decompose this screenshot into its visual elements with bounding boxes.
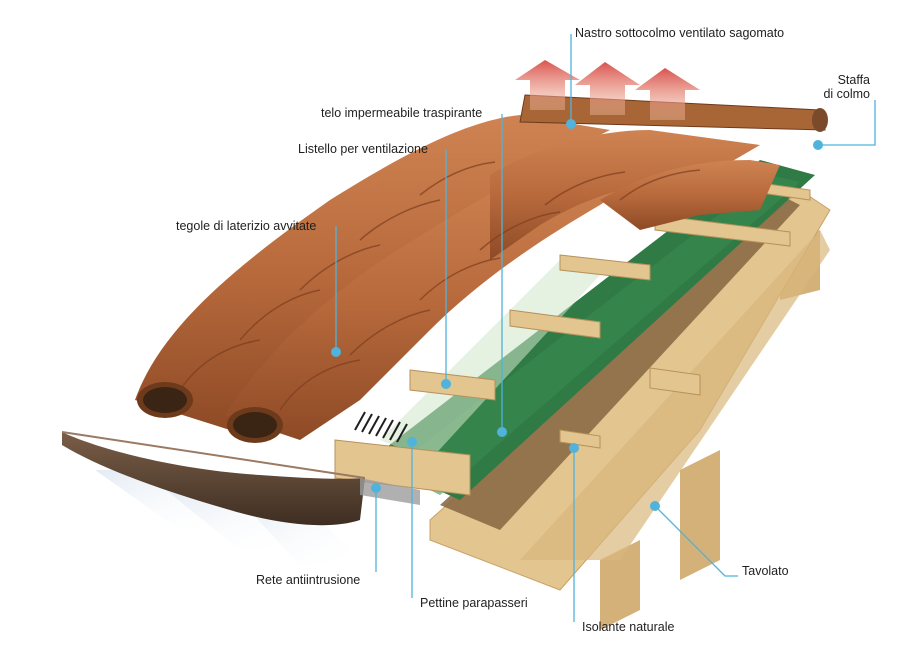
label-staffa-line1: Staffa — [837, 73, 870, 87]
leader-lines — [335, 34, 876, 622]
label-pettine: Pettine parapasseri — [420, 596, 528, 610]
label-tegole: tegole di laterizio avvitate — [176, 219, 317, 233]
label-isolante: Isolante naturale — [582, 620, 675, 634]
pettine-parapasseri — [354, 411, 408, 443]
label-nastro: Nastro sottocolmo ventilato sagomato — [575, 26, 785, 40]
label-rete: Rete antiintrusione — [256, 573, 361, 587]
isolante — [440, 195, 800, 530]
label-staffa-line2: di colmo — [823, 87, 870, 101]
tegole — [135, 115, 780, 443]
leader-dots — [331, 119, 823, 511]
label-tavolato: Tavolato — [742, 564, 789, 578]
ventilation-arrows — [515, 60, 700, 120]
label-telo: telo impermeabile traspirante — [321, 106, 483, 120]
label-listello: Listello per ventilazione — [298, 142, 428, 156]
gutter — [62, 432, 365, 526]
